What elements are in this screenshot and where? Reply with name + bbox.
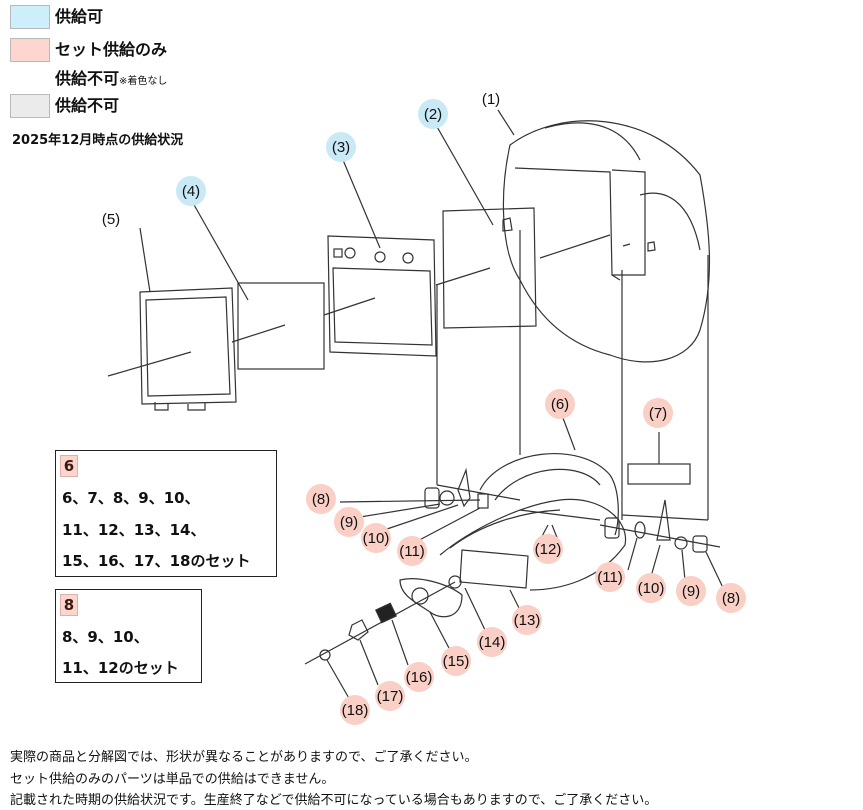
callout-1[interactable]: (1) bbox=[481, 90, 501, 108]
part-5-outer-cover-frame bbox=[107, 287, 237, 411]
set-box-6-line: 6、7、8、9、10、 bbox=[62, 489, 200, 507]
callout-2[interactable]: (2) bbox=[418, 99, 448, 129]
callout-12[interactable]: (12) bbox=[533, 534, 563, 564]
callout-8-left[interactable]: (8) bbox=[306, 484, 336, 514]
status-date: 2025年12月時点の供給状況 bbox=[12, 133, 184, 148]
callout-4[interactable]: (4) bbox=[176, 176, 206, 206]
set-box-8-head: 8 bbox=[60, 594, 78, 616]
part-6-headgear bbox=[439, 417, 627, 591]
legend-label-set-only: セット供給のみ bbox=[55, 40, 168, 59]
callout-9-left[interactable]: (9) bbox=[334, 507, 364, 537]
part-12-screws bbox=[519, 509, 601, 541]
left-knob-assembly bbox=[339, 467, 489, 546]
legend-label-available: 供給可 bbox=[55, 7, 104, 26]
callout-7[interactable]: (7) bbox=[643, 398, 673, 428]
leader-lines bbox=[139, 109, 515, 301]
callout-5[interactable]: (5) bbox=[101, 210, 121, 228]
callout-14[interactable]: (14) bbox=[477, 627, 507, 657]
callout-10-left[interactable]: (10) bbox=[361, 523, 391, 553]
callout-10-right[interactable]: (10) bbox=[636, 573, 666, 603]
callout-8-right[interactable]: (8) bbox=[716, 583, 746, 613]
footer-note: 記載された時期の供給状況です。生産終了などで供給不可になっている場合もありますの… bbox=[10, 793, 658, 808]
part-2-retainer-plate bbox=[435, 207, 537, 329]
legend-note: ※着色なし bbox=[119, 76, 168, 87]
callout-13[interactable]: (13) bbox=[512, 605, 542, 635]
legend-swatch-set-only bbox=[10, 38, 50, 62]
callout-15[interactable]: (15) bbox=[441, 646, 471, 676]
part-7-label bbox=[627, 432, 691, 485]
part-4-inner-cover-lens bbox=[231, 282, 325, 370]
callout-16[interactable]: (16) bbox=[404, 662, 434, 692]
callout-11-right[interactable]: (11) bbox=[595, 562, 625, 592]
callout-18[interactable]: (18) bbox=[340, 695, 370, 725]
legend-label-unavailable-text: 供給不可 bbox=[55, 69, 120, 88]
callout-11-left[interactable]: (11) bbox=[397, 536, 427, 566]
set-box-8-line: 11、12のセット bbox=[62, 659, 179, 677]
set-box-8-line: 8、9、10、 bbox=[62, 628, 149, 646]
callout-9-right[interactable]: (9) bbox=[676, 576, 706, 606]
callout-3[interactable]: (3) bbox=[326, 132, 356, 162]
assembly-lines bbox=[436, 230, 709, 521]
legend-swatch-available bbox=[10, 5, 50, 29]
ratchet-assembly bbox=[304, 575, 486, 701]
set-box-6: 6 6、7、8、9、10、 11、12、13、14、 15、16、17、18のセ… bbox=[55, 450, 277, 577]
legend-label-unavailable-uncolored: 供給不可※着色なし bbox=[55, 67, 167, 94]
part-13-sweatband bbox=[459, 549, 529, 611]
set-box-6-head: 6 bbox=[60, 455, 78, 477]
part-1-helmet-shell bbox=[502, 120, 711, 363]
set-box-8: 8 8、9、10、 11、12のセット bbox=[55, 589, 202, 683]
legend-label-unavailable: 供給不可 bbox=[55, 96, 120, 115]
set-box-6-line: 11、12、13、14、 bbox=[62, 521, 206, 539]
callout-17[interactable]: (17) bbox=[375, 681, 405, 711]
set-box-6-line: 15、16、17、18のセット bbox=[62, 552, 251, 570]
footer-note: 実際の商品と分解図では、形状が異なることがありますので、ご了承ください。 bbox=[10, 750, 478, 765]
part-3-filter-cartridge bbox=[323, 235, 437, 357]
legend-swatch-unavailable bbox=[10, 94, 50, 118]
callout-6[interactable]: (6) bbox=[545, 389, 575, 419]
footer-note: セット供給のみのパーツは単品での供給はできません。 bbox=[10, 772, 335, 787]
